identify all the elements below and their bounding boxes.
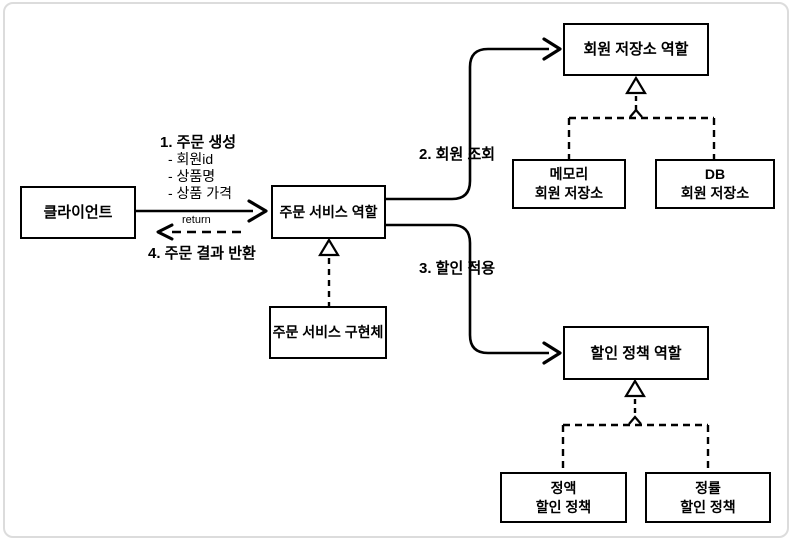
edge-label-step2: 2. 회원 조회 [419,146,496,163]
discount-apply-arrow-head [542,341,562,365]
order-create-arrow-head [247,199,268,223]
node-memory-member-repo: 메모리 회원 저장소 [512,159,626,209]
node-db-member-repo-line1: DB [704,166,726,182]
node-memory-member-repo-line1: 메모리 [549,166,589,182]
member-lookup-arrow-head [542,37,562,61]
member-lookup-arrow-line [385,47,549,201]
generalization-triangle-order-service [318,237,340,257]
return-arrow-head [156,223,174,241]
node-fixed-discount-policy-line1: 정액 [550,479,577,496]
member-repo-junction-caret [629,108,643,118]
node-order-service-impl: 주문 서비스 구현체 [269,306,387,359]
edge-step1-param-product-price: - 상품 가격 [168,185,232,201]
edge-step1-params: - 회원id - 상품명 - 상품 가격 [168,151,232,202]
generalization-triangle-member-repo [625,75,647,95]
discount-apply-arrow-line [385,223,549,355]
node-rate-discount-policy-line1: 정률 [695,479,721,496]
node-discount-policy-role: 할인 정책 역할 [563,326,709,380]
edge-step1-param-product-name: - 상품명 [168,168,216,184]
node-fixed-discount-policy-line2: 할인 정책 [535,498,592,515]
node-client: 클라이언트 [20,186,136,239]
edge-label-step1: 1. 주문 생성 [160,134,237,151]
node-db-member-repo-line2: 회원 저장소 [680,185,750,201]
node-order-service-role: 주문 서비스 역할 [271,185,386,239]
node-order-service-role-label: 주문 서비스 역할 [279,203,378,220]
node-order-service-impl-label: 주문 서비스 구현체 [272,324,384,340]
node-fixed-discount-policy: 정액 할인 정책 [500,472,627,523]
node-client-label: 클라이언트 [43,204,113,221]
node-rate-discount-policy: 정률 할인 정책 [645,472,771,523]
edge-step1-param-member-id: - 회원id [168,151,214,167]
node-memory-member-repo-line2: 회원 저장소 [534,185,604,201]
discount-policy-junction-caret [628,415,642,425]
node-db-member-repo: DB 회원 저장소 [655,159,775,209]
generalization-triangle-discount-policy [624,378,646,398]
edge-label-step3: 3. 할인 적용 [419,260,496,277]
node-rate-discount-policy-line2: 할인 정책 [680,498,736,515]
node-member-repo-role: 회원 저장소 역할 [563,23,709,76]
node-member-repo-role-label: 회원 저장소 역할 [583,41,689,58]
edge-label-step4: 4. 주문 결과 반환 [148,245,256,262]
edge-label-return: return [182,214,211,226]
canvas-frame [3,2,789,538]
node-discount-policy-role-label: 할인 정책 역할 [590,344,682,362]
